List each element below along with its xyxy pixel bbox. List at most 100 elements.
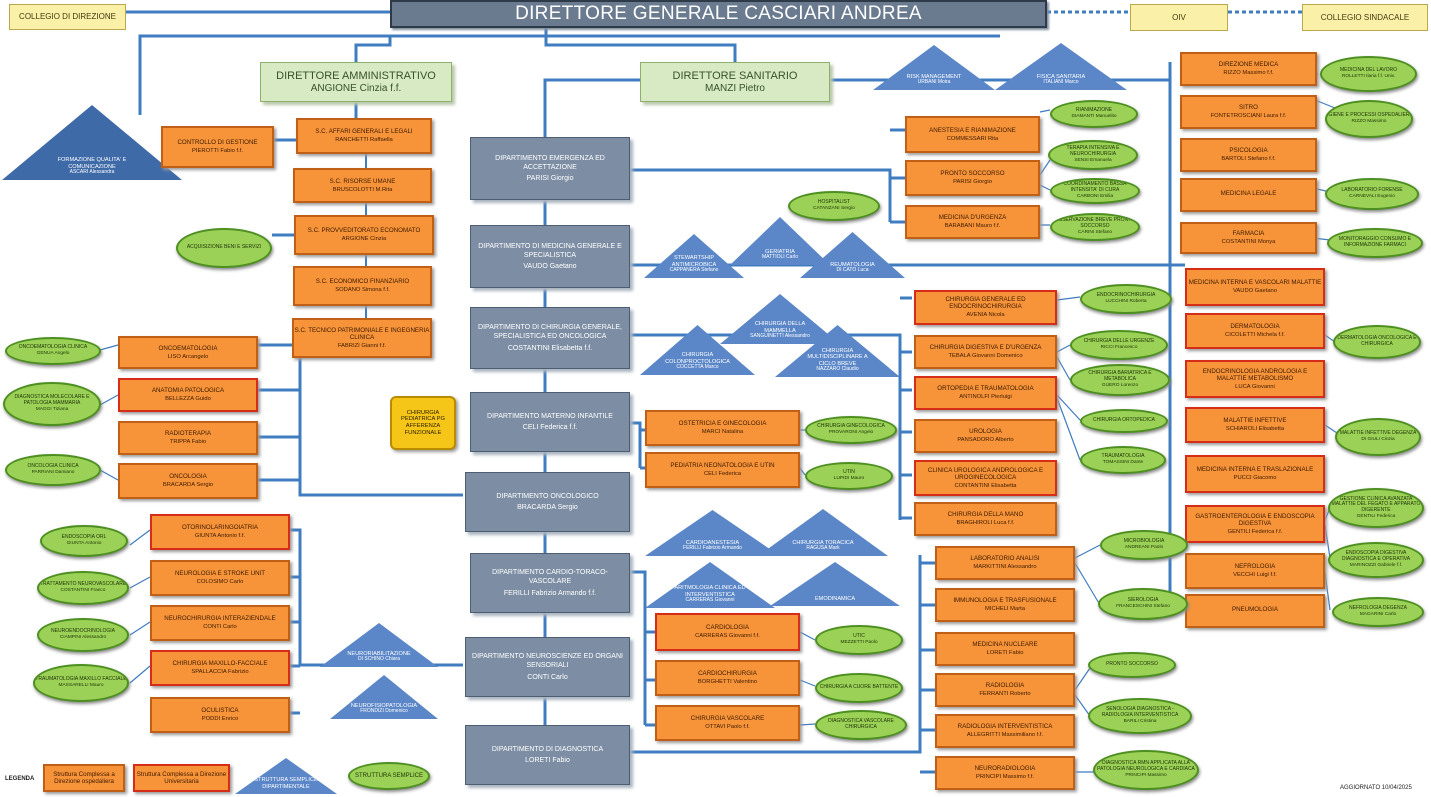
ss-title: TERAPIA INTENSIVA E NEUROCHIRURGIA xyxy=(1066,145,1120,158)
ss-head: RICCI Francesco xyxy=(1100,345,1138,351)
ss-microbiologia: MICROBIOLOGIA ANDREANI Paolo xyxy=(1100,530,1188,560)
ss-head: PARRIANI Damiano xyxy=(31,470,75,476)
dept-neuroscienze: DIPARTIMENTO NEUROSCIENZE ED ORGANI SENS… xyxy=(465,637,630,697)
ss-laboratorio-forense: LABORATORIO FORENSE CARNEVALI Eugenio xyxy=(1325,178,1419,210)
unit-title: CARDIOLOGIA xyxy=(706,624,749,632)
ss-endocrinochirurgia: ENDOCRINOCHIRURGIA LUCCHINI Roberta xyxy=(1080,284,1172,314)
ss-head: COSTANTINI Franco xyxy=(60,588,106,594)
unit-radioterapia: RADIOTERAPIA TRIPPA Fabio xyxy=(118,421,258,455)
unit-title: S.C. ECONOMICO FINANZIARIO xyxy=(315,278,410,286)
unit-head: BORGHETTI Valentino xyxy=(697,679,758,686)
unit-head: RANCHETTI Raffaella xyxy=(335,137,393,144)
dept-head: CELI Federica f.f. xyxy=(522,424,578,432)
unit-title: S.C. AFFARI GENERALI E LEGALI xyxy=(315,128,413,136)
ss-title: COORDINAMENTO BASSA INTENSITA' DI CURA xyxy=(1063,181,1127,194)
unit-otorino: OTORINOLARINGOIATRIA GIUNTA Antonio f.f. xyxy=(150,514,290,550)
unit-head: MARKITTINI Alessandro xyxy=(973,564,1037,571)
unit-nefrologia: NEFROLOGIA VECCHI Luigi f.f. xyxy=(1185,553,1325,589)
dept-head: PARISI Giorgio xyxy=(526,175,574,183)
unit-head: BELLEZZA Guido xyxy=(165,396,211,403)
unit-title: MEDICINA INTERNA E VASCOLARI MALATTIE xyxy=(1188,279,1322,287)
unit-title: CHIRURGIA MAXILLO-FACCIALE xyxy=(172,660,268,668)
unit-head: BARABANI Mauro f.f. xyxy=(944,223,1001,230)
unit-title: OSTETRICIA E GINECOLOGIA xyxy=(678,420,767,428)
legend-text: Struttura Complessa a Direzione Universi… xyxy=(136,770,227,785)
unit-title: NEFROLOGIA xyxy=(1234,563,1276,571)
dept-title: DIPARTIMENTO DI DIAGNOSTICA xyxy=(491,745,604,753)
unit-neurologia: NEUROLOGIA E STROKE UNIT COLOSIMO Carlo xyxy=(150,560,290,596)
staff-medicina-legale: MEDICINA LEGALE xyxy=(1180,178,1317,212)
ss-monitoraggio-farmaci: MONITORAGGIO CONSUMO E INFORMAZIONE FARM… xyxy=(1327,228,1423,258)
ss-trattamento-neurovascolare: TRATTAMENTO NEUROVASCOLARE COSTANTINI Fr… xyxy=(37,571,129,605)
ss-utic: UTIC MEZZETTI Paolo xyxy=(815,625,903,655)
tri-title: CHIRURGIA TORACICA xyxy=(792,539,854,546)
unit-head: PUCCI Giacomo xyxy=(1233,475,1277,482)
unit-title: DERMATOLOGIA xyxy=(1230,323,1280,331)
unit-head: AVENIA Nicola xyxy=(966,312,1005,319)
ss-title: ONCOEMATOLOGIA CLINICA xyxy=(18,344,88,351)
unit-title: NEUROLOGIA E STROKE UNIT xyxy=(174,570,266,578)
unit-head: SPALLACCIA Fabrizio xyxy=(191,669,249,676)
health-director-title: DIRETTORE SANITARIO xyxy=(672,69,798,82)
ss-chirurgia-bariatrica: CHIRURGIA BARIATRICA E METABOLICA GUERO … xyxy=(1070,364,1170,396)
ss-igiene: IGIENE E PROCESSI OSPEDALIERI RIZZO Mass… xyxy=(1325,100,1413,138)
health-director-head: MANZI Pietro xyxy=(704,82,765,94)
unit-head: SODANO Simona f.f. xyxy=(335,287,390,294)
oiv-label: OIV xyxy=(1172,12,1186,22)
unit-head: CELI Federica xyxy=(703,471,742,478)
unit-title: PRONTO SOCCORSO xyxy=(940,170,1005,178)
unit-head: RIZZO Massimo f.f. xyxy=(1223,70,1274,77)
ss-chirurgia-urgenze: CHIRURGIA DELLE URGENZE RICCI Francesco xyxy=(1070,330,1168,360)
unit-title: S.C. PROVVEDITORATO ECONOMATO xyxy=(307,227,421,235)
ss-title: PRONTO SOCCORSO xyxy=(1106,661,1158,668)
ss-title: NEUROENDOCRINOLOGIA xyxy=(51,628,115,635)
ss-cuore-battente: CHIRURGIA A CUORE BATTENTE xyxy=(815,673,903,703)
unit-head: FERRANTI Roberto xyxy=(979,691,1031,698)
tri-title: NEUROFISIOPATOLOGIA xyxy=(350,702,418,709)
collegio-sindacale-label: COLLEGIO SINDACALE xyxy=(1320,12,1410,22)
dept-diagnostica: DIPARTIMENTO DI DIAGNOSTICA LORETI Fabio xyxy=(465,725,630,785)
ss-head: BARILI Cristina xyxy=(1123,718,1157,724)
unit-title: LABORATORIO ANALISI xyxy=(970,555,1040,563)
ss-head: CARBONI Emilia xyxy=(1076,193,1114,199)
legend-label: LEGENDA xyxy=(5,776,35,782)
ss-head: MAGARINI Carlo xyxy=(1359,612,1397,618)
unit-title: CLINICA UROLOGICA ANDROLOGICA E UROGINEC… xyxy=(927,466,1044,481)
unit-head: SCHIAROLI Elisabetta xyxy=(1225,426,1285,433)
ss-diagnostica-molecolare: DIAGNOSTICA MOLECOLARE E PATOLOGIA MAMMA… xyxy=(3,382,101,426)
ss-malattie-infettive-degenza: MALATTIE INFETTIVE DEGENZA DI GIULI Cinz… xyxy=(1335,418,1421,456)
ss-head: DI GIULI Cinzia xyxy=(1361,437,1395,443)
unit-head: BRAGHIROLI Luca f.f. xyxy=(956,520,1015,527)
ss-oncologia-clinica: ONCOLOGIA CLINICA PARRIANI Damiano xyxy=(5,454,101,486)
ss-head: MASSARELLI Mauro xyxy=(58,683,104,689)
unit-head: PANSADORO Alberto xyxy=(957,437,1014,444)
ss-title: RIANIMAZIONE xyxy=(1075,107,1113,114)
legend-complex-hospital: Struttura Complessa a Direzione ospedali… xyxy=(43,764,125,792)
dept-head: FERILLI Fabrizio Armando f.f. xyxy=(503,589,597,597)
ss-head: CATANZANI Sergio xyxy=(813,206,855,212)
risk-head: URBANI Moira xyxy=(917,79,951,86)
dept-title: DIPARTIMENTO DI MEDICINA GENERALE E SPEC… xyxy=(478,242,622,259)
unit-title: RADIOLOGIA INTERVENTISTICA xyxy=(957,723,1053,731)
tri-head: NAZZARO Claudio xyxy=(816,366,859,373)
unit-title: OCULISTICA xyxy=(201,707,239,715)
ss-title: CHIRURGIA A CUORE BATTENTE xyxy=(819,684,899,691)
admin-director-head: ANGIONE Cinzia f.f. xyxy=(310,82,402,94)
unit-head: LUCA Giovanni xyxy=(1235,383,1275,390)
unit-title: RADIOLOGIA xyxy=(985,682,1025,690)
admin-unit-risorse-umane: S.C. RISORSE UMANE BRUSCOLOTTI M.Rita xyxy=(293,168,432,203)
unit-medicina-urgenza: MEDICINA D'URGENZA BARABANI Mauro f.f. xyxy=(905,205,1040,239)
legend-text: Struttura Semplice Dipartimentale xyxy=(254,777,318,790)
unit-head: COSTANTINI Monya xyxy=(1221,239,1276,246)
unit-ortopedia: ORTOPEDIA E TRAUMATOLOGIA ANTINOLFI Pier… xyxy=(914,376,1057,410)
ss-title: DIAGNOSTICA MOLECOLARE E PATOLOGIA MAMMA… xyxy=(14,394,90,407)
ss-hospitalist: HOSPITALIST CATANZANI Sergio xyxy=(788,191,880,221)
ss-coordinamento: COORDINAMENTO BASSA INTENSITA' DI CURA C… xyxy=(1050,178,1140,204)
unit-chirurgia-generale: CHIRURGIA GENERALE ED ENDOCRINOCHIRURGIA… xyxy=(914,290,1057,325)
updated-label: AGGIORNATO 10/04/2025 xyxy=(1340,785,1412,791)
ss-head: ANDREANI Paolo xyxy=(1124,545,1164,551)
unit-title: OTORINOLARINGOIATRIA xyxy=(181,524,259,532)
dept-emergenza: DIPARTIMENTO EMERGENZA ED ACCETTAZIONE P… xyxy=(470,137,630,200)
unit-head: CARRERAS Giovanni f.f. xyxy=(695,633,760,640)
ss-title: UTIC xyxy=(853,633,865,640)
